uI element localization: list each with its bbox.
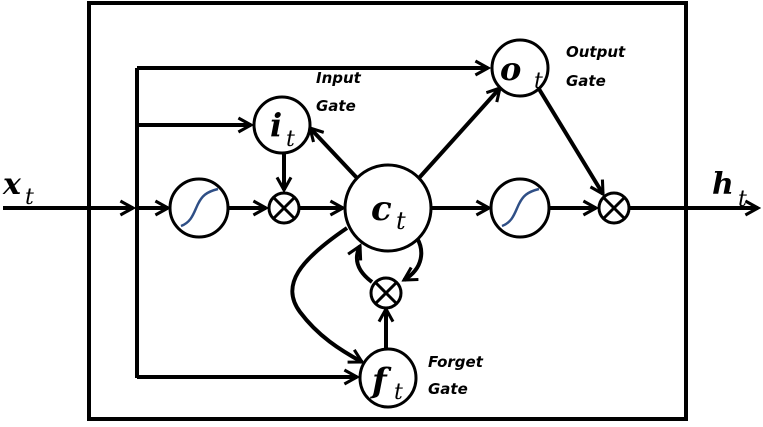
sigmoid-curve-icon [180,187,219,228]
forget-gate-node: f t [358,347,418,409]
input-symbol: x [2,167,22,202]
cell-to-forget-gate-arrow [290,226,362,364]
forget-multiply-node [369,276,403,310]
output-symbol: h [712,167,734,202]
output-multiply-node [597,191,631,225]
cell-symbol: c [371,189,392,229]
input-multiply-node [267,191,301,225]
forget-gate-symbol: f [370,361,392,401]
output-gate-label-line2: Gate [566,72,606,90]
cell-state-node: c t [343,163,433,253]
output-subscript: t [738,187,747,212]
input-gate-symbol: i [270,106,282,144]
input-activation-node [168,177,230,239]
input-gate-label-line1: Input [316,69,362,87]
output-activation-node [489,177,551,239]
input-gate-node: i t [252,95,312,155]
forget-gate-label-line2: Gate [428,380,468,398]
forget-multiply-to-cell-arrow [357,246,374,284]
cell-to-input-gate-arrow [310,128,359,180]
forget-gate-label-line1: Forget [428,353,484,371]
input-gate-subscript: t [286,127,295,152]
output-gate-label-line1: Output [566,43,626,61]
input-subscript: t [25,185,34,210]
output-gate-to-multiply-arrow [537,87,605,194]
output-gate-subscript: t [534,69,543,94]
forget-gate-subscript: t [394,380,403,405]
cell-subscript: t [396,207,406,235]
sigmoid-curve-icon [501,187,540,228]
cell-boundary-box [87,1,688,421]
output-gate-node: o t [490,38,550,98]
cell-to-forget-multiply-arrow [404,236,424,282]
input-gate-label-line2: Gate [316,97,356,115]
output-gate-symbol: o [500,50,521,88]
cell-to-output-gate-arrow [417,88,500,180]
